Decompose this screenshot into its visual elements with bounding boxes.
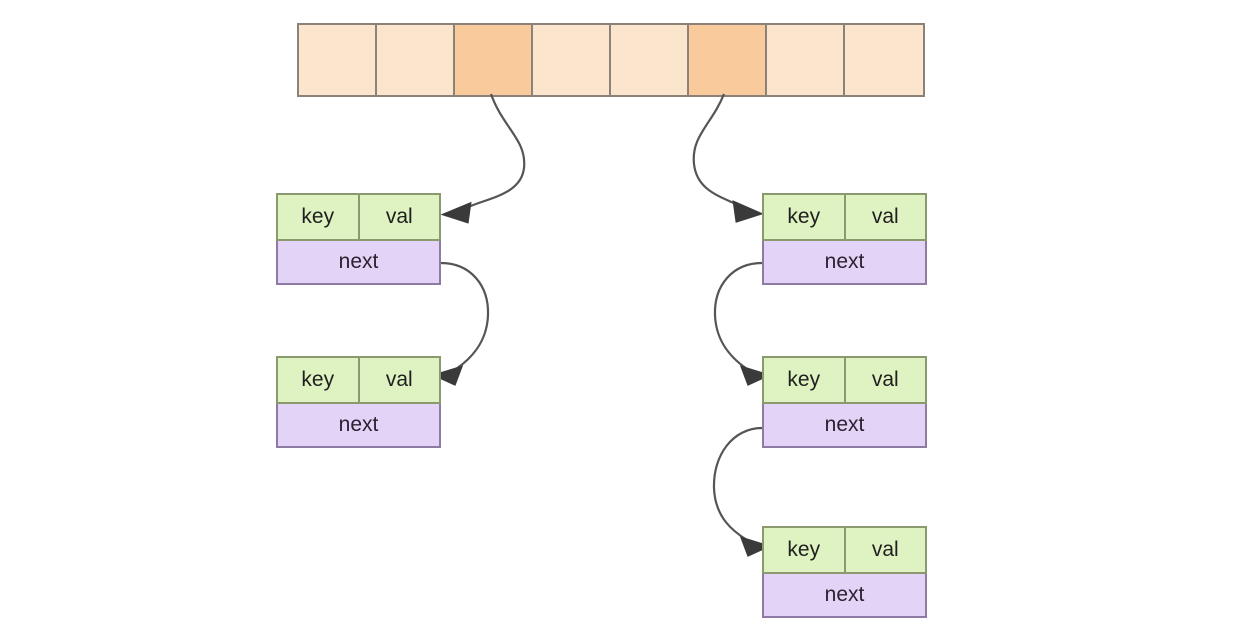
node-R2-kv-row: key val [762,356,927,404]
node-L1-next: next [276,239,441,285]
connector-bucket5-to-node-R1 [692,93,764,223]
bucket-cell-3[interactable] [533,25,611,95]
bucket-cell-4[interactable] [611,25,689,95]
node-L1[interactable]: key val next [276,193,441,285]
bucket-cell-2[interactable] [455,25,533,95]
node-R3-val: val [844,526,927,574]
node-R3-next: next [762,572,927,618]
node-R1-next: next [762,239,927,285]
bucket-cell-5[interactable] [689,25,767,95]
node-L1-val: val [358,193,441,241]
node-R2-next: next [762,402,927,448]
node-L2[interactable]: key val next [276,356,441,448]
node-R1-val: val [844,193,927,241]
bucket-cell-6[interactable] [767,25,845,95]
node-R2-key: key [762,356,845,404]
node-R3-key: key [762,526,845,574]
node-R3-kv-row: key val [762,526,927,574]
node-L2-key: key [276,356,359,404]
node-L2-next: next [276,402,441,448]
node-R1-kv-row: key val [762,193,927,241]
bucket-cell-0[interactable] [299,25,377,95]
bucket-cell-7[interactable] [845,25,923,95]
connector-bucket2-to-node-L1 [440,93,526,224]
node-R1[interactable]: key val next [762,193,927,285]
node-L1-kv-row: key val [276,193,441,241]
node-R3[interactable]: key val next [762,526,927,618]
node-R2[interactable]: key val next [762,356,927,448]
node-R2-val: val [844,356,927,404]
node-L2-val: val [358,356,441,404]
node-L2-kv-row: key val [276,356,441,404]
node-R1-key: key [762,193,845,241]
bucket-array [297,23,925,97]
bucket-cell-1[interactable] [377,25,455,95]
node-L1-key: key [276,193,359,241]
